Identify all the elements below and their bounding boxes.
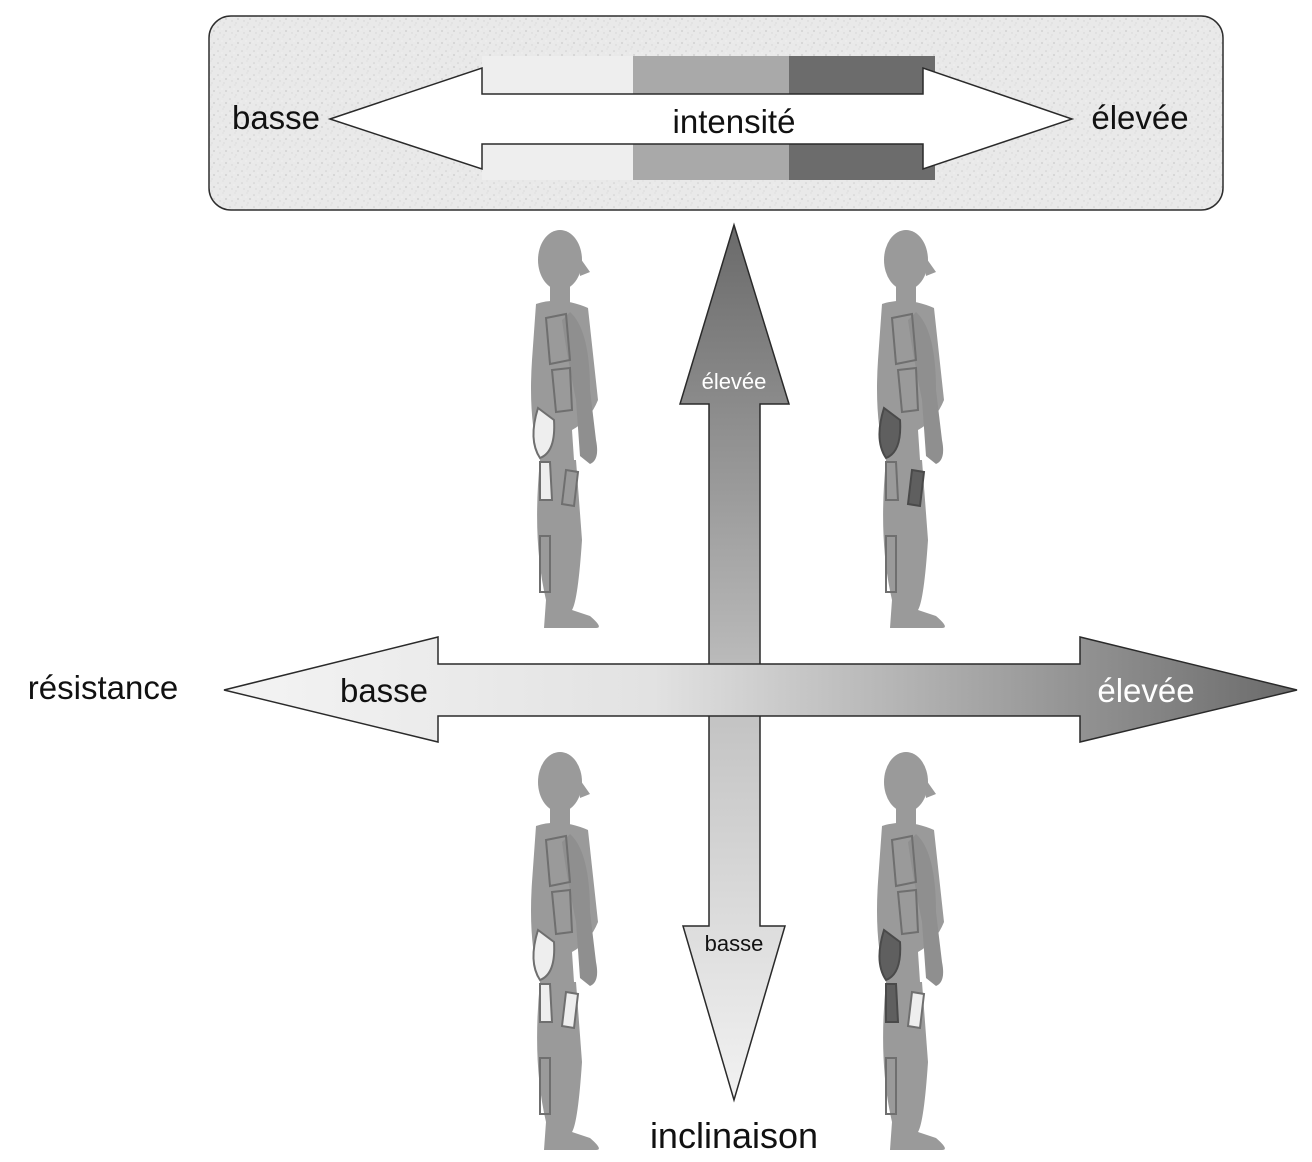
- incline-low-label: basse: [705, 931, 764, 956]
- intensity-low-label: basse: [232, 99, 320, 136]
- intensity-segment-high: [789, 56, 935, 94]
- resistance-axis-title: résistance: [28, 669, 178, 706]
- human-figure-icon: [531, 752, 599, 1150]
- incline-arrow: [678, 222, 791, 1103]
- figure-bottom-left: [531, 752, 599, 1150]
- incline-high-label: élevée: [702, 369, 767, 394]
- intensity-scale-bottom: [482, 144, 935, 180]
- human-figure-icon: [877, 752, 945, 1150]
- intensity-title: intensité: [673, 103, 796, 140]
- intensity-high-label: élevée: [1091, 99, 1188, 136]
- intensity-scale-top: [482, 56, 935, 94]
- intensity-segment-low: [482, 56, 633, 94]
- resistance-low-label: basse: [340, 672, 428, 709]
- human-figure-icon: [877, 230, 945, 628]
- intensity-segment-medium: [633, 144, 789, 180]
- intensity-segment-high: [789, 144, 935, 180]
- figure-top-left: [531, 230, 599, 628]
- figure-bottom-right: [877, 752, 945, 1150]
- resistance-axis: basse élevée résistance: [28, 636, 1298, 743]
- resistance-high-label: élevée: [1097, 672, 1194, 709]
- human-figure-icon: [531, 230, 599, 628]
- incline-axis: élevée basse inclinaison: [650, 222, 818, 1156]
- intensity-panel: basse intensité élevée: [208, 15, 1224, 211]
- resistance-arrow: [223, 636, 1298, 743]
- incline-axis-title: inclinaison: [650, 1115, 818, 1156]
- intensity-segment-medium: [633, 56, 789, 94]
- intensity-double-arrow: [327, 66, 1075, 171]
- figure-top-right: [877, 230, 945, 628]
- intensity-segment-low: [482, 144, 633, 180]
